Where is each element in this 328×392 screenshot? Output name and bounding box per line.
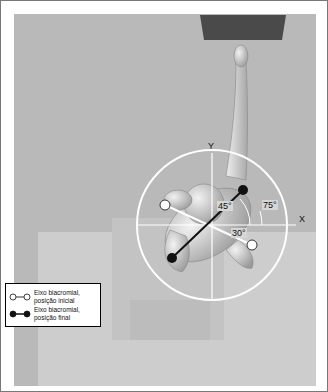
axis-label: X: [299, 214, 305, 224]
angle-label: 75°: [262, 200, 278, 210]
axis-label: Y: [208, 141, 214, 151]
legend-text: Eixo biacromial, posição final: [34, 306, 97, 321]
angle-label: 30°: [231, 228, 247, 238]
legend-sample: [9, 292, 31, 302]
legend-row: Eixo biacromial, posição inicial: [9, 289, 97, 304]
legend-box: Eixo biacromial, posição inicialEixo bia…: [5, 283, 101, 327]
legend-text: Eixo biacromial, posição inicial: [34, 289, 97, 304]
legend-sample: [9, 309, 31, 319]
angle-label: 45°: [217, 201, 233, 211]
legend-row: Eixo biacromial, posição final: [9, 306, 97, 321]
